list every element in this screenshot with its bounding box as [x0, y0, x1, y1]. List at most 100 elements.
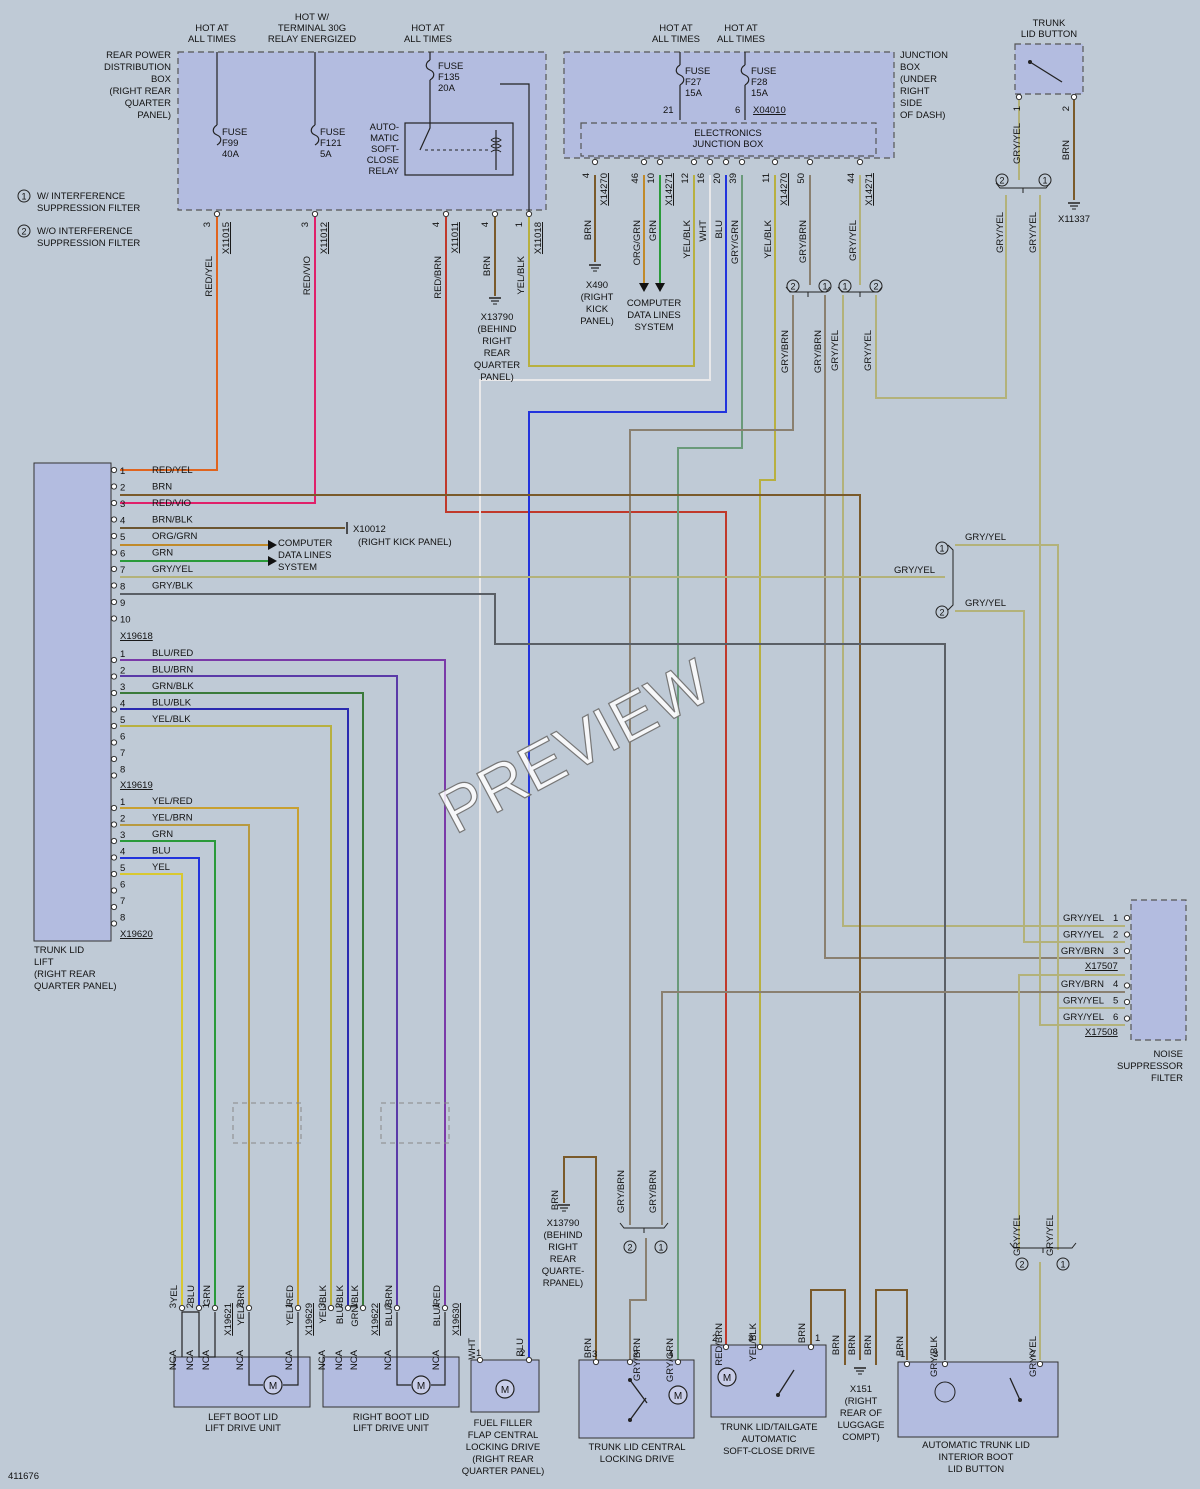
wire-label: GRN — [152, 548, 173, 559]
circled-number-text: 2 — [627, 1243, 632, 1253]
softclose-switch-icon — [777, 1369, 795, 1396]
lock-pin — [592, 1358, 600, 1366]
lock-switch-icon — [629, 1379, 648, 1404]
connector-label: X11018 — [533, 222, 544, 254]
pin-label: 4 — [668, 1349, 673, 1360]
hot-label: HOT AT — [411, 23, 445, 34]
switch-pivot — [628, 1418, 632, 1422]
button-pin — [1015, 93, 1023, 101]
pin-label: 1 — [120, 649, 125, 660]
circled-number — [818, 279, 832, 293]
cdls-label: DATA LINES — [627, 310, 681, 321]
wires-layer — [120, 92, 1125, 1365]
nca-label: NCA — [168, 1349, 179, 1370]
nca-label: NCA — [334, 1349, 345, 1370]
nca-leads — [181, 1311, 216, 1358]
fuse-f121-icon — [310, 124, 320, 146]
legend-text: SUPPRESSION FILTER — [37, 203, 140, 214]
shield-outline-left — [232, 1102, 302, 1144]
wire-yel-brn — [120, 824, 250, 1305]
motor-letter: M — [674, 1391, 682, 1402]
lift-pin — [110, 870, 118, 878]
wire-label: RED/YEL — [152, 465, 193, 476]
lock-pin — [674, 1358, 682, 1366]
fuse-label: FUSE — [222, 127, 247, 138]
wire-label: GRY/YEL — [1063, 930, 1104, 941]
wire-label: BRN — [863, 1335, 874, 1355]
wire-label: GRY/YEL — [1012, 1215, 1023, 1256]
wire-gry-brn-1 — [629, 295, 794, 1225]
connector-label: X11011 — [450, 222, 461, 253]
motor-lead — [431, 1312, 446, 1386]
connector-label: X17508 — [1085, 1027, 1118, 1038]
noise-filter-label: NOISE — [1153, 1049, 1183, 1060]
nca-label: NCA — [235, 1349, 246, 1370]
left-drive-label: LEFT BOOT LID — [208, 1412, 278, 1423]
lift-pin — [110, 483, 118, 490]
button-pin — [941, 1360, 949, 1368]
wire-label: GRY/BRN — [616, 1170, 627, 1213]
hot-label: ALL TIMES — [652, 34, 700, 45]
button-pin — [903, 1360, 911, 1368]
ground-label: RIGHT — [482, 336, 512, 347]
right-boot-lid-drive-box — [322, 1356, 460, 1408]
lift-pin — [110, 516, 118, 523]
lift-pin — [110, 804, 118, 812]
wire-label: GRN/BLK — [152, 681, 194, 692]
ground-label: LUGGAGE — [838, 1420, 885, 1431]
circled-number — [17, 224, 31, 238]
rear-power-distribution-box — [177, 51, 547, 211]
lift-pin — [110, 466, 118, 474]
wire-gry-yel-3 — [1039, 195, 1125, 1026]
lift-pin — [110, 837, 118, 845]
wire-yel-red — [120, 807, 299, 1305]
wire-label: BLU/BLK — [152, 698, 192, 709]
pin-label: 2 — [633, 1349, 638, 1360]
hot-label: HOT AT — [195, 23, 229, 34]
ejb-pin — [738, 158, 746, 166]
electronics-junction-box — [580, 122, 877, 157]
ejb-pin — [806, 158, 814, 166]
wire-label: YEL/BRN — [152, 813, 193, 824]
relay-switch — [419, 80, 431, 151]
fuse-label: F99 — [222, 138, 238, 149]
rpdb-label: REAR POWER — [106, 50, 171, 61]
wire-brn-x151-a — [810, 1289, 846, 1365]
motor-letter: M — [501, 1385, 509, 1396]
wire-label: BRN — [895, 1336, 906, 1356]
ground-label: REAR — [550, 1254, 577, 1265]
circled-number — [786, 279, 800, 293]
pin-label: 9 — [120, 598, 125, 609]
rpdb-label: (RIGHT REAR — [109, 86, 171, 97]
pin-label: 2 — [235, 1303, 246, 1308]
pin-label: 11 — [761, 173, 772, 183]
fuse-label: F28 — [751, 77, 767, 88]
pin-label: 4 — [120, 516, 125, 527]
pin-label: 3 — [1113, 946, 1118, 957]
motor-lead — [248, 1312, 263, 1386]
connector-label: X19630 — [451, 1303, 462, 1336]
pin-label: 6 — [1113, 1012, 1118, 1023]
lift-pin — [110, 499, 118, 507]
central-lock-label: LOCKING DRIVE — [600, 1454, 674, 1465]
lift-pin — [110, 755, 118, 763]
lift-pin — [110, 706, 118, 713]
trunk-lift-label: (RIGHT REAR — [34, 969, 96, 980]
wire-yel-blk — [759, 175, 776, 1360]
wire-label: RED/BRN — [433, 256, 444, 299]
pin-label: 2 — [185, 1303, 196, 1308]
fuse-label: 20A — [438, 83, 456, 94]
pin-label: 5 — [120, 715, 125, 726]
fuel-flap-motor-icon — [495, 1379, 515, 1399]
wire-blu-red — [120, 659, 446, 1305]
rpdb-label: PANEL) — [137, 110, 171, 121]
nca-label: NCA — [284, 1349, 295, 1370]
connector-label: X19622 — [370, 1303, 381, 1336]
pin-label: 12 — [680, 173, 691, 184]
circled-number-text: 2 — [939, 608, 944, 618]
circled-number-text: 1 — [822, 282, 827, 292]
nca-label: NCA — [431, 1349, 442, 1370]
pin-label: 20 — [712, 173, 723, 184]
pin-label: 3 — [317, 1303, 328, 1308]
